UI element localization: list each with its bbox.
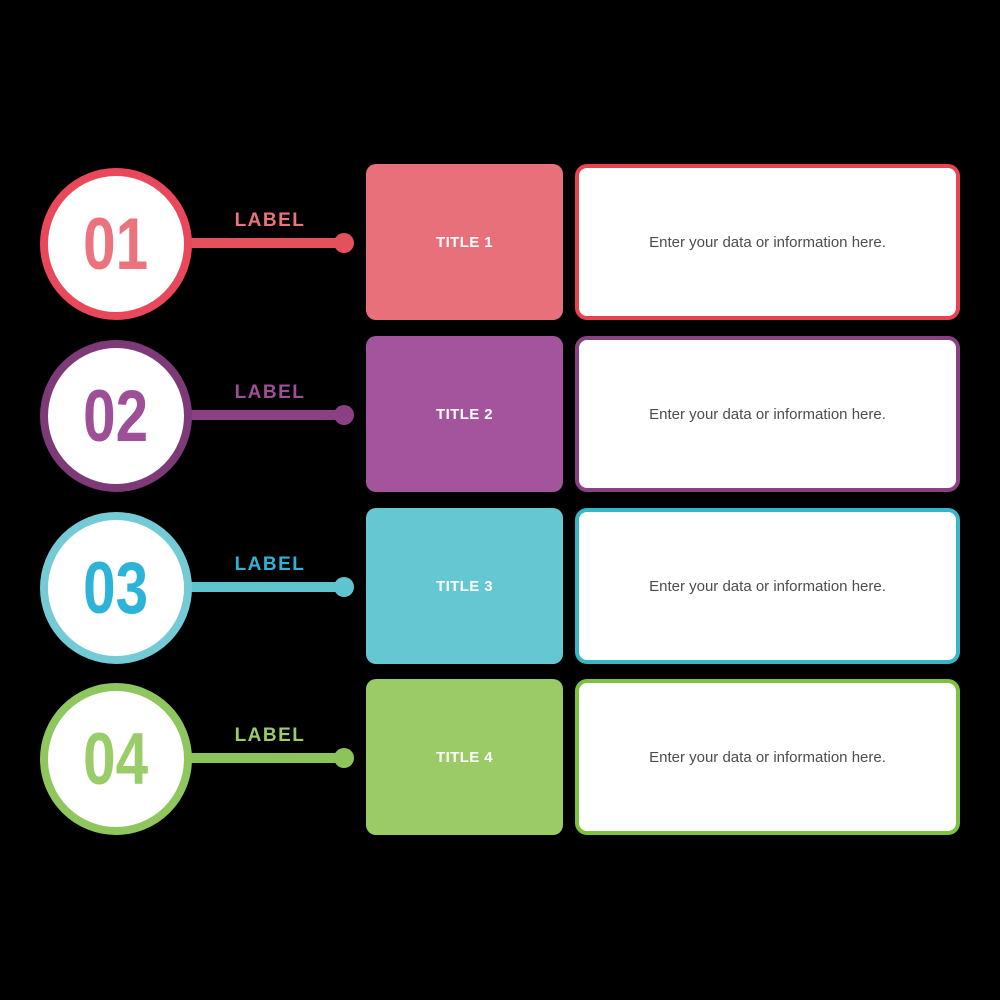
connector-dot bbox=[334, 748, 354, 768]
content-box: Enter your data or information here. bbox=[575, 164, 960, 320]
content-box: Enter your data or information here. bbox=[575, 508, 960, 664]
step-label: LABEL bbox=[234, 725, 306, 746]
step-label: LABEL bbox=[234, 554, 306, 575]
step-number: 04 bbox=[83, 718, 149, 800]
connector-line bbox=[117, 410, 344, 420]
content-placeholder-text: Enter your data or information here. bbox=[649, 233, 886, 251]
step-number: 01 bbox=[83, 203, 149, 285]
connector-line bbox=[117, 582, 344, 592]
title-box: TITLE 4 bbox=[366, 679, 563, 835]
title-text: TITLE 1 bbox=[436, 233, 493, 251]
step-label: LABEL bbox=[234, 382, 306, 403]
title-text: TITLE 3 bbox=[436, 577, 493, 595]
step-circle: 03 bbox=[40, 512, 192, 664]
title-box: TITLE 3 bbox=[366, 508, 563, 664]
title-text: TITLE 2 bbox=[436, 405, 493, 423]
step-number: 02 bbox=[83, 375, 149, 457]
content-placeholder-text: Enter your data or information here. bbox=[649, 748, 886, 766]
content-box: Enter your data or information here. bbox=[575, 679, 960, 835]
step-circle: 01 bbox=[40, 168, 192, 320]
step-row-4: 04 LABEL TITLE 4 Enter your data or info… bbox=[0, 671, 1000, 843]
step-row-2: 02 LABEL TITLE 2 Enter your data or info… bbox=[0, 328, 1000, 500]
connector-line bbox=[117, 238, 344, 248]
step-row-1: 01 LABEL TITLE 1 Enter your data or info… bbox=[0, 156, 1000, 328]
connector-dot bbox=[334, 577, 354, 597]
content-box: Enter your data or information here. bbox=[575, 336, 960, 492]
step-circle: 04 bbox=[40, 683, 192, 835]
title-box: TITLE 2 bbox=[366, 336, 563, 492]
connector-line bbox=[117, 753, 344, 763]
connector-dot bbox=[334, 233, 354, 253]
step-label: LABEL bbox=[234, 210, 306, 231]
title-text: TITLE 4 bbox=[436, 748, 493, 766]
step-circle: 02 bbox=[40, 340, 192, 492]
step-number: 03 bbox=[83, 547, 149, 629]
content-placeholder-text: Enter your data or information here. bbox=[649, 577, 886, 595]
title-box: TITLE 1 bbox=[366, 164, 563, 320]
connector-dot bbox=[334, 405, 354, 425]
step-row-3: 03 LABEL TITLE 3 Enter your data or info… bbox=[0, 500, 1000, 672]
content-placeholder-text: Enter your data or information here. bbox=[649, 405, 886, 423]
